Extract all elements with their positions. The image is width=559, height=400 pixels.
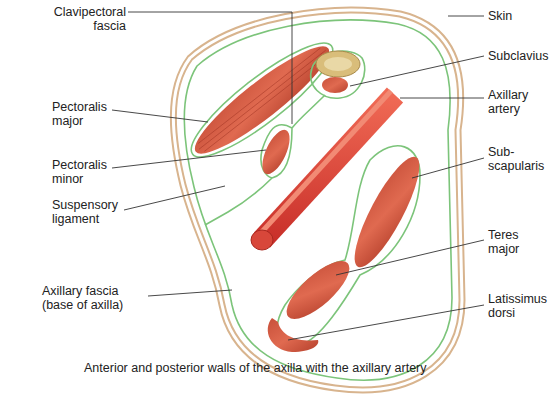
ligament-label: Suspensory ligament xyxy=(52,198,118,226)
fascia-label: Axillary fascia (base of axilla) xyxy=(42,284,146,312)
muscle-label: Sub- scapularis xyxy=(488,145,544,173)
muscle-label: Pectoralis minor xyxy=(52,158,107,186)
muscle-label: Pectoralis major xyxy=(52,100,107,128)
latissimus-dorsi xyxy=(268,318,319,352)
teres-major xyxy=(278,252,358,328)
skin-outline xyxy=(173,10,462,390)
muscle-label: Latissimus dorsi xyxy=(488,292,547,320)
pectoralis-minor xyxy=(257,126,295,178)
fascia-line xyxy=(184,20,452,380)
muscle-label: Teres major xyxy=(488,228,519,256)
clavicle-subclavius xyxy=(311,51,365,98)
figure-caption: Anterior and posterior walls of the axil… xyxy=(40,360,510,377)
muscle-label: Subclavius xyxy=(488,49,548,63)
artery-label: Axillary artery xyxy=(488,88,528,116)
skin-label: Skin xyxy=(488,9,512,23)
fascia-label: Clavipectoral fascia xyxy=(40,5,126,33)
leader-lines xyxy=(112,12,484,340)
